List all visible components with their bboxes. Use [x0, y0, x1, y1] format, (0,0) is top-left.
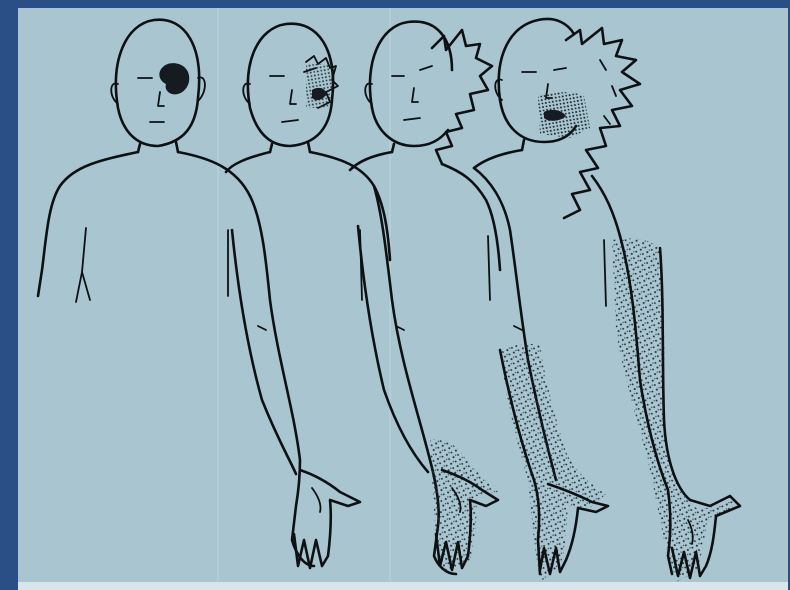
- cheek-stipple: [306, 64, 332, 108]
- page-bottom-strip: [18, 582, 788, 590]
